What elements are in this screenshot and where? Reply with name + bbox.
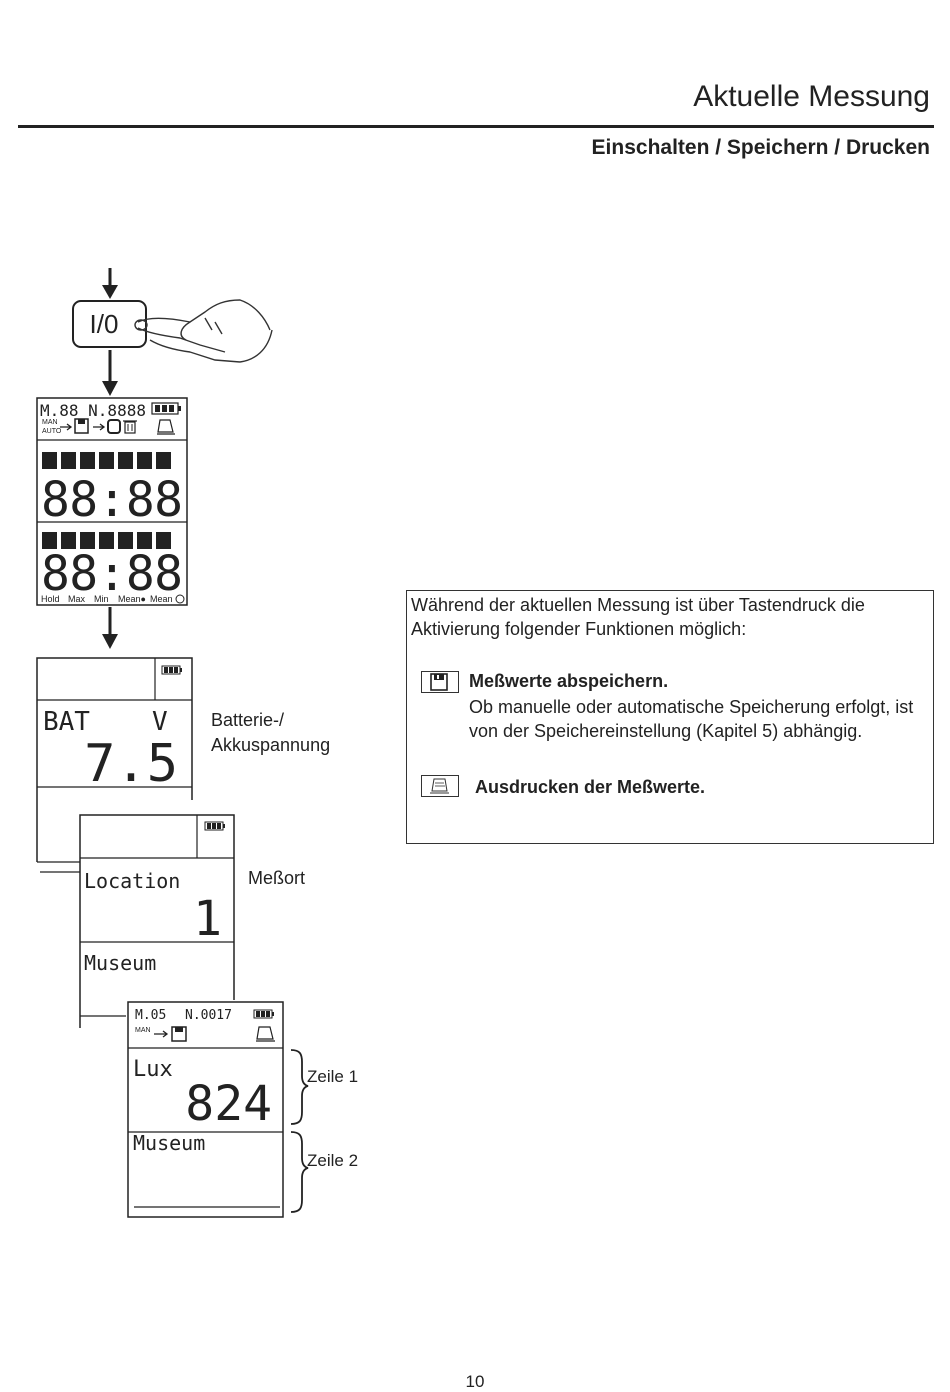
lcd-digits-line1: 88:88 bbox=[41, 472, 183, 528]
lcd-full-top-row: M.88 N.8888 bbox=[40, 401, 146, 420]
pressing-hand-icon bbox=[134, 299, 273, 363]
on-off-key[interactable]: I/0 bbox=[72, 300, 147, 348]
print-function-title: Ausdrucken der Meßwerte. bbox=[475, 777, 706, 797]
location-value: 1 bbox=[193, 891, 222, 947]
trash-icon bbox=[123, 420, 137, 434]
printer-icon bbox=[430, 778, 449, 794]
battery-icon bbox=[204, 821, 225, 831]
lcd-location-screen: Location 1 Museum bbox=[79, 814, 235, 1028]
location-name: Museum bbox=[84, 951, 156, 975]
measure-man: MAN bbox=[135, 1027, 151, 1034]
row2-label: Zeile 2 bbox=[307, 1151, 359, 1170]
printer-icon bbox=[157, 419, 175, 435]
page-number: 10 bbox=[465, 1372, 485, 1391]
info-intro: Während der aktuellen Messung ist über T… bbox=[411, 595, 865, 639]
brace-row-2 bbox=[290, 1131, 309, 1213]
row1-label: Zeile 1 bbox=[307, 1067, 359, 1086]
lcd-battery-screen: BAT V 7.5 bbox=[36, 657, 193, 873]
brace-row-1 bbox=[290, 1049, 309, 1125]
save-function-title: Meßwerte abspeichern. bbox=[469, 671, 669, 691]
measure-code: Lux bbox=[133, 1057, 173, 1082]
bat-label: Batterie-/ Akkuspannung bbox=[211, 710, 331, 755]
functions-info-box: Während der aktuellen Messung ist über T… bbox=[406, 590, 934, 844]
location-label: Meßort bbox=[248, 868, 306, 888]
lcd-measurement-screen: M.05 N.0017 MAN Lux 824 Museum bbox=[127, 1001, 284, 1218]
battery-icon bbox=[161, 665, 182, 675]
arrow-into-key bbox=[102, 268, 118, 299]
bat-unit: V bbox=[152, 707, 168, 737]
section-subtitle: Einschalten / Speichern / Drucken bbox=[591, 136, 930, 159]
header-rule bbox=[18, 125, 934, 128]
lcd-label-mean1: Mean● bbox=[118, 594, 146, 604]
arrow-to-bat-screen bbox=[102, 607, 118, 649]
lcd-auto-label: AUTO bbox=[42, 428, 62, 435]
measure-name: Museum bbox=[133, 1131, 205, 1155]
measure-num: N.0017 bbox=[185, 1008, 232, 1023]
clock-icon bbox=[175, 594, 185, 604]
save-function-text: Ob manuelle oder automatische Speicherun… bbox=[469, 697, 914, 741]
memory-card-icon bbox=[107, 419, 121, 434]
printer-icon bbox=[256, 1026, 275, 1042]
battery-icon bbox=[151, 402, 181, 415]
lcd-man-label: MAN bbox=[42, 419, 58, 426]
location-code: Location bbox=[84, 869, 180, 893]
floppy-disk-icon bbox=[74, 418, 89, 434]
arrow-to-display bbox=[102, 350, 118, 396]
battery-icon bbox=[253, 1009, 274, 1019]
measure-value: 824 bbox=[185, 1076, 272, 1132]
floppy-disk-icon bbox=[430, 673, 448, 691]
lcd-label-hold: Hold bbox=[41, 594, 60, 604]
print-function-icon bbox=[421, 775, 459, 797]
save-function-icon bbox=[421, 671, 459, 693]
lcd-full-segment-test: M.88 N.8888 MAN AUTO bbox=[36, 397, 188, 606]
lcd-label-mean2: Mean bbox=[150, 594, 173, 604]
bat-code: BAT bbox=[43, 707, 90, 737]
page-title: Aktuelle Messung bbox=[693, 80, 930, 113]
bat-value: 7.5 bbox=[84, 734, 178, 794]
lcd-label-min: Min bbox=[94, 594, 109, 604]
key-label: I/0 bbox=[90, 309, 119, 339]
lcd-digits-line2: 88:88 bbox=[41, 546, 183, 602]
measure-mem: M.05 bbox=[135, 1008, 166, 1023]
floppy-disk-icon bbox=[171, 1026, 187, 1042]
lcd-label-max: Max bbox=[68, 594, 86, 604]
